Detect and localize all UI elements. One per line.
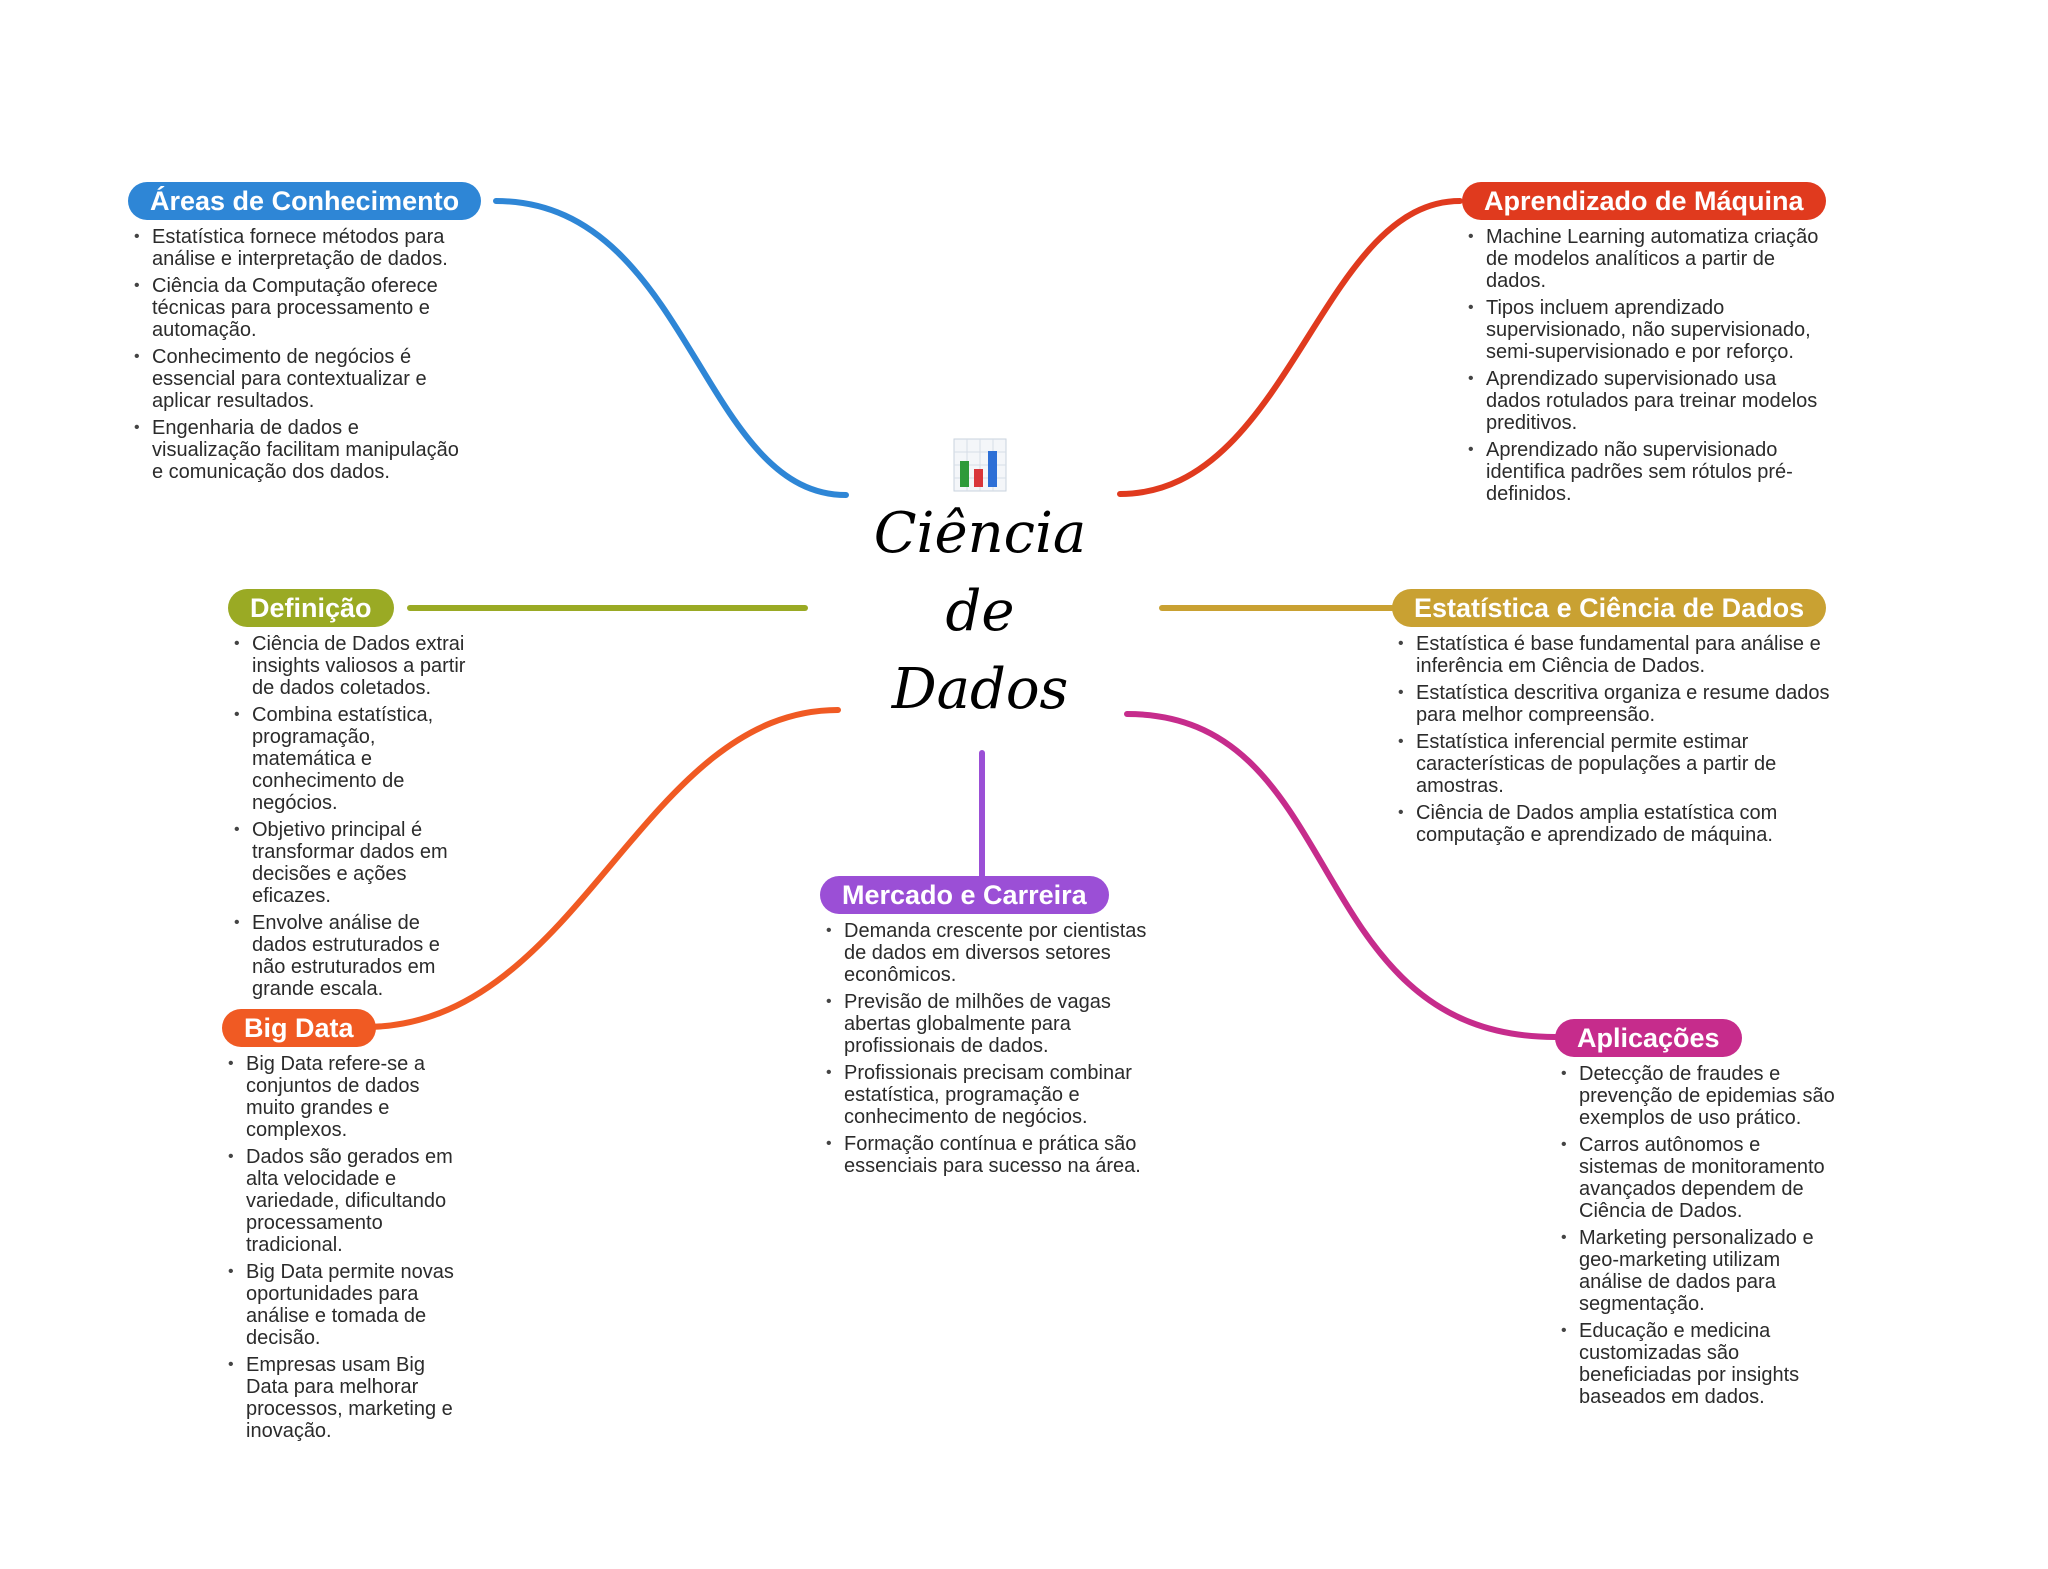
list-item: Ciência de Dados amplia estatística com … [1392, 802, 1862, 846]
connector-areas [493, 198, 849, 498]
list-item: Profissionais precisam combinar estatíst… [820, 1062, 1150, 1128]
topic-estatistica-list: Estatística é base fundamental para anál… [1392, 633, 1862, 846]
list-item: Ciência da Computação oferece técnicas p… [128, 275, 473, 341]
list-item: Detecção de fraudes e prevenção de epide… [1555, 1063, 1835, 1129]
list-item: Demanda crescente por cientistas de dado… [820, 920, 1150, 986]
list-item: Big Data refere-se a conjuntos de dados … [222, 1053, 470, 1141]
list-item: Estatística é base fundamental para anál… [1392, 633, 1862, 677]
list-item: Ciência de Dados extrai insights valioso… [228, 633, 476, 699]
bar-chart-icon [953, 438, 1007, 492]
list-item: Dados são gerados em alta velocidade e v… [222, 1146, 470, 1256]
topic-definicao-list: Ciência de Dados extrai insights valioso… [228, 633, 476, 1000]
topic-aplicacoes[interactable]: Aplicações [1555, 1019, 1742, 1057]
list-item: Conhecimento de negócios é essencial par… [128, 346, 473, 412]
topic-mercado[interactable]: Mercado e Carreira [820, 876, 1109, 914]
central-title-line-2: de [945, 579, 1015, 644]
list-item: Estatística descritiva organiza e resume… [1392, 682, 1862, 726]
list-item: Combina estatística, programação, matemá… [228, 704, 476, 814]
list-item: Tipos incluem aprendizado supervisionado… [1462, 297, 1822, 363]
list-item: Objetivo principal é transformar dados e… [228, 819, 476, 907]
central-topic[interactable]: Ciência de Dados [820, 435, 1140, 735]
list-item: Estatística fornece métodos para análise… [128, 226, 473, 270]
list-item: Engenharia de dados e visualização facil… [128, 417, 473, 483]
branch-estatistica: Estatística e Ciência de Dados Estatísti… [1392, 589, 1912, 851]
topic-bigdata-list: Big Data refere-se a conjuntos de dados … [222, 1053, 470, 1442]
topic-definicao[interactable]: Definição [228, 589, 394, 627]
branch-bigdata: Big Data Big Data refere-se a conjuntos … [222, 1009, 482, 1447]
topic-bigdata[interactable]: Big Data [222, 1009, 376, 1047]
branch-aprendizado: Aprendizado de Máquina Machine Learning … [1462, 182, 1852, 510]
list-item: Previsão de milhões de vagas abertas glo… [820, 991, 1150, 1057]
list-item: Envolve análise de dados estruturados e … [228, 912, 476, 1000]
branch-definicao: Definição Ciência de Dados extrai insigh… [228, 589, 488, 1005]
connector-aprendizado [1117, 198, 1463, 497]
topic-aprendizado-list: Machine Learning automatiza criação de m… [1462, 226, 1822, 505]
list-item: Carros autônomos e sistemas de monitoram… [1555, 1134, 1835, 1222]
topic-mercado-list: Demanda crescente por cientistas de dado… [820, 920, 1150, 1177]
connector-aplicacoes [1124, 711, 1558, 1040]
branch-aplicacoes: Aplicações Detecção de fraudes e prevenç… [1555, 1019, 1845, 1413]
branch-areas: Áreas de Conhecimento Estatística fornec… [128, 182, 508, 488]
topic-aplicacoes-list: Detecção de fraudes e prevenção de epide… [1555, 1063, 1835, 1408]
list-item: Marketing personalizado e geo-marketing … [1555, 1227, 1835, 1315]
list-item: Big Data permite novas oportunidades par… [222, 1261, 470, 1349]
central-title-line-1: Ciência [873, 501, 1087, 566]
topic-estatistica[interactable]: Estatística e Ciência de Dados [1392, 589, 1827, 627]
connector-bigdata [362, 707, 841, 1030]
list-item: Empresas usam Big Data para melhorar pro… [222, 1354, 470, 1442]
list-item: Machine Learning automatiza criação de m… [1462, 226, 1822, 292]
list-item: Estatística inferencial permite estimar … [1392, 731, 1862, 797]
branch-mercado: Mercado e Carreira Demanda crescente por… [820, 876, 1160, 1182]
list-item: Aprendizado não supervisionado identific… [1462, 439, 1822, 505]
topic-areas[interactable]: Áreas de Conhecimento [128, 182, 482, 220]
topic-aprendizado[interactable]: Aprendizado de Máquina [1462, 182, 1826, 220]
list-item: Aprendizado supervisionado usa dados rot… [1462, 368, 1822, 434]
list-item: Educação e medicina customizadas são ben… [1555, 1320, 1835, 1408]
list-item: Formação contínua e prática são essencia… [820, 1133, 1150, 1177]
central-title-line-3: Dados [891, 657, 1069, 722]
topic-areas-list: Estatística fornece métodos para análise… [128, 226, 473, 483]
